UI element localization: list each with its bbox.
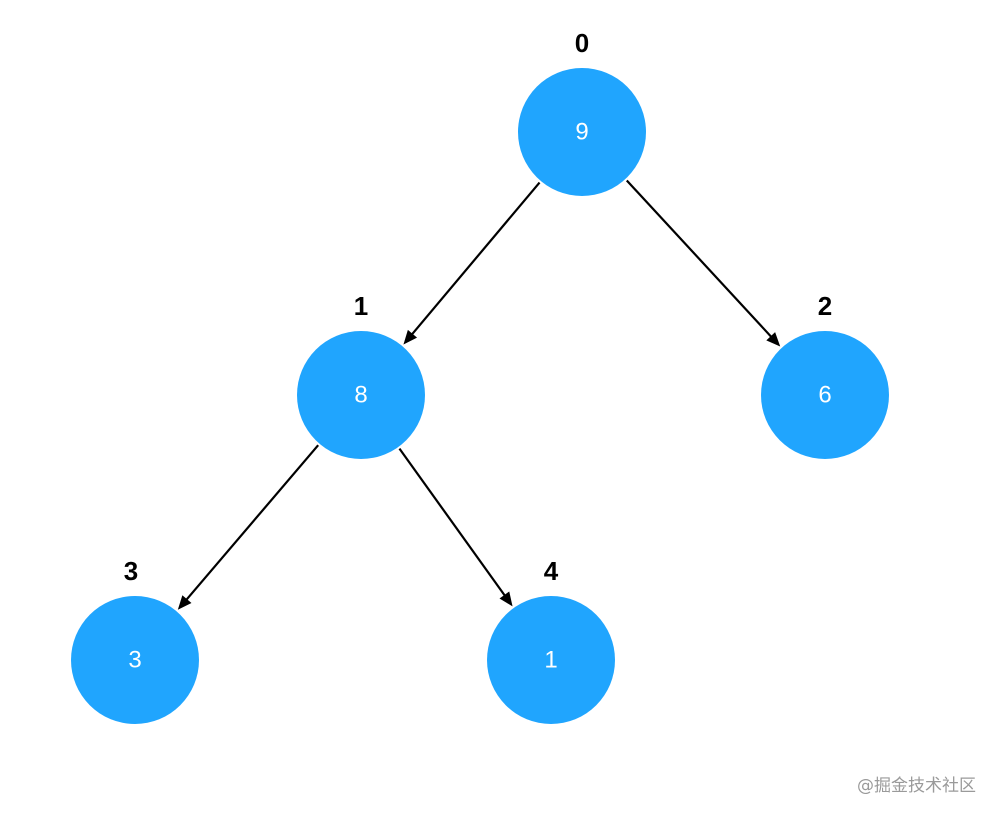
arrowhead-icon (177, 595, 192, 610)
tree-node-0: 90 (518, 28, 646, 196)
node-circle (487, 596, 615, 724)
edge-line (625, 179, 773, 339)
node-index-label: 0 (575, 28, 589, 58)
tree-node-4: 14 (487, 556, 615, 724)
edge-1-4 (398, 447, 513, 607)
node-circle (71, 596, 199, 724)
node-value: 6 (818, 382, 831, 409)
edge-line (398, 447, 507, 598)
watermark: @掘金技术社区 (857, 776, 976, 796)
node-value: 9 (575, 119, 588, 146)
node-index-label: 4 (544, 556, 559, 586)
edges-layer (177, 179, 781, 610)
tree-node-3: 33 (71, 556, 199, 724)
arrowhead-icon (766, 332, 781, 347)
edge-0-2 (625, 179, 781, 347)
node-value: 3 (128, 647, 141, 674)
edge-0-1 (403, 181, 541, 345)
edge-line (410, 181, 541, 336)
tree-node-2: 62 (761, 291, 889, 459)
node-index-label: 1 (354, 291, 368, 321)
node-circle (297, 331, 425, 459)
edge-line (184, 444, 320, 602)
tree-node-1: 81 (297, 291, 425, 459)
node-value: 8 (354, 382, 367, 409)
node-circle (518, 68, 646, 196)
arrowhead-icon (403, 329, 418, 345)
node-value: 1 (544, 647, 557, 674)
edge-1-3 (177, 444, 320, 610)
node-circle (761, 331, 889, 459)
arrowhead-icon (499, 591, 513, 607)
node-index-label: 2 (818, 291, 832, 321)
node-index-label: 3 (124, 556, 138, 586)
